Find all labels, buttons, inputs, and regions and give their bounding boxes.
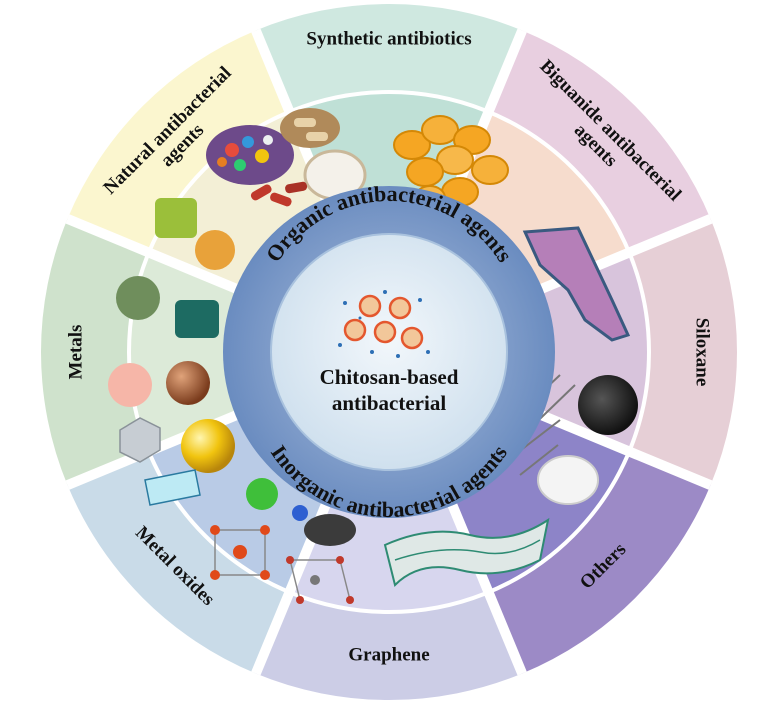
segment-separator (65, 214, 238, 294)
segment-metal_oxides (67, 451, 290, 674)
outer-segments (40, 4, 737, 700)
inner-outer-divider (127, 90, 651, 614)
segment-label-synthetic: Synthetic antibiotics (306, 28, 471, 49)
center-title-line1: Chitosan-based (320, 365, 459, 389)
siloxane-image (522, 226, 631, 342)
segment-biguanide (488, 30, 711, 253)
segment-siloxane (629, 218, 737, 486)
graphene-image (383, 517, 550, 587)
segment-graphene (255, 592, 523, 700)
segment-label-metals: Metals (65, 325, 86, 380)
segment-label-graphene: Graphene (348, 644, 429, 665)
natural-agents-image (116, 198, 235, 338)
synthetic-antibiotics-image (206, 108, 367, 207)
segment-synthetic (255, 4, 523, 112)
segment-others (488, 451, 711, 674)
center-title-line2: antibacterial (332, 391, 446, 415)
biguanide-image (393, 115, 509, 211)
others-image (507, 374, 638, 505)
chitosan-core (270, 233, 508, 471)
nanoparticle-icon (338, 290, 430, 358)
segment-label-siloxane: Siloxane (692, 318, 713, 387)
segment-natural (67, 30, 290, 253)
metals-image (108, 361, 235, 506)
segment-separator (540, 410, 713, 490)
metal-oxides-image (210, 478, 356, 604)
